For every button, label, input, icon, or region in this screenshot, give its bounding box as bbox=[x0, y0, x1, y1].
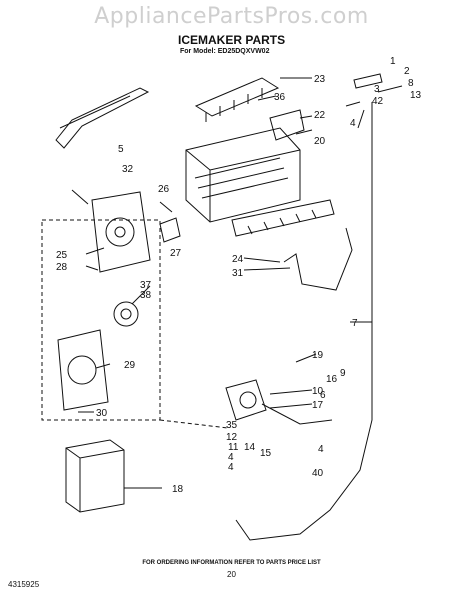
callout-6: 6 bbox=[320, 390, 326, 401]
callout-10: 10 bbox=[312, 386, 324, 397]
callout-42: 42 bbox=[372, 96, 384, 107]
watermark: AppliancePartsPros.com bbox=[94, 4, 369, 29]
part-bin-18 bbox=[65, 439, 125, 513]
part-valve-10 bbox=[225, 379, 267, 421]
callout-4-c: 4 bbox=[228, 462, 234, 473]
callout-35: 35 bbox=[226, 420, 238, 431]
callout-13: 13 bbox=[410, 90, 422, 101]
callout-36: 36 bbox=[274, 92, 286, 103]
part-arm-31 bbox=[283, 227, 353, 291]
callout-25: 25 bbox=[56, 250, 68, 261]
callout-4: 4 bbox=[350, 118, 356, 129]
callout-28: 28 bbox=[56, 262, 68, 273]
callout-40: 40 bbox=[312, 468, 324, 479]
callout-16: 16 bbox=[326, 374, 338, 385]
callout-20: 20 bbox=[314, 136, 326, 147]
callout-7: 7 bbox=[352, 318, 358, 329]
part-shelf-24 bbox=[231, 199, 335, 237]
part-mold-20 bbox=[185, 127, 301, 223]
callout-4-b: 4 bbox=[228, 452, 234, 463]
callout-32: 32 bbox=[122, 164, 134, 175]
callout-9: 9 bbox=[340, 368, 346, 379]
part-housing-25 bbox=[91, 191, 151, 273]
callout-15: 15 bbox=[260, 448, 272, 459]
page-number: 20 bbox=[227, 570, 236, 579]
callout-18: 18 bbox=[172, 484, 184, 495]
part-motor-37 bbox=[113, 301, 139, 327]
water-line-7 bbox=[235, 102, 373, 541]
callout-17: 17 bbox=[312, 400, 324, 411]
part-22 bbox=[269, 109, 305, 141]
part-support-29 bbox=[57, 329, 109, 411]
callout-2: 2 bbox=[404, 66, 410, 77]
callout-30: 30 bbox=[96, 408, 108, 419]
callout-29: 29 bbox=[124, 360, 136, 371]
callout-38: 38 bbox=[140, 290, 152, 301]
part-27 bbox=[159, 217, 181, 243]
callout-37: 37 bbox=[140, 280, 152, 291]
callout-12: 12 bbox=[226, 432, 238, 443]
callout-27: 27 bbox=[170, 248, 182, 259]
callout-4-d: 4 bbox=[318, 444, 324, 455]
callout-31: 31 bbox=[232, 268, 244, 279]
callout-3: 3 bbox=[374, 84, 380, 95]
callout-26: 26 bbox=[158, 184, 170, 195]
callout-22: 22 bbox=[314, 110, 326, 121]
callout-8: 8 bbox=[408, 78, 414, 89]
callout-24: 24 bbox=[232, 254, 244, 265]
callout-23: 23 bbox=[314, 74, 326, 85]
callout-19: 19 bbox=[312, 350, 324, 361]
callout-5: 5 bbox=[118, 144, 124, 155]
footer-note: FOR ORDERING INFORMATION REFER TO PARTS … bbox=[142, 560, 321, 566]
callout-14: 14 bbox=[244, 442, 256, 453]
part-rake-23 bbox=[194, 77, 280, 117]
callout-1: 1 bbox=[390, 56, 396, 67]
document-number: 4315925 bbox=[8, 580, 40, 589]
model-line: For Model: ED25DQXVW02 bbox=[180, 48, 270, 55]
callout-11: 11 bbox=[228, 442, 239, 453]
part-bracket-32 bbox=[55, 87, 150, 149]
diagram-title: ICEMAKER PARTS bbox=[178, 33, 286, 47]
